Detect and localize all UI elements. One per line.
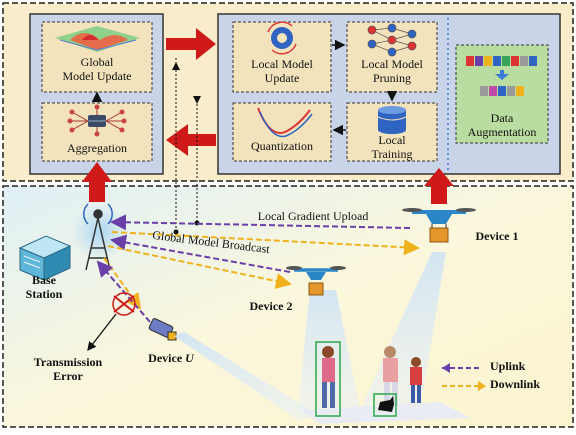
deviceu-beam <box>174 332 320 420</box>
legend-downlink-arrowhead <box>478 381 486 391</box>
to-server-arrow <box>166 124 216 156</box>
device-2-label: Device 2 <box>249 299 293 313</box>
downlink-device2-arrow <box>107 245 292 289</box>
downlink-device1-arrow <box>111 231 420 256</box>
error-pointer-arrow <box>87 313 117 352</box>
aggregation-icon <box>67 104 127 137</box>
device-up-arrow <box>424 168 454 204</box>
antenna-tower-icon <box>83 203 113 271</box>
legend-downlink-label: Downlink <box>490 377 541 391</box>
global-model-update-label: Global Model Update <box>62 55 132 83</box>
uplink-device2-arrow <box>110 234 291 273</box>
uplink-device1-arrow <box>110 214 411 231</box>
tap-dot-1 <box>173 229 179 235</box>
pedestrians-illustration <box>300 341 470 424</box>
neural-network-icon <box>367 23 417 57</box>
to-device-arrow <box>166 28 216 60</box>
uplink-deviceu-arrow <box>96 260 151 323</box>
local-model-pruning-box <box>346 21 438 93</box>
data-augmentation-label: Data Augmentation <box>467 111 537 139</box>
local-training-label: Local Training <box>371 133 413 161</box>
device-1-label: Device 1 <box>475 229 519 243</box>
base-station-label: Base Station <box>25 273 63 301</box>
database-icon <box>377 106 407 134</box>
tap-arrowhead-2 <box>193 96 201 104</box>
loss-surface-icon <box>55 26 140 52</box>
data-blocks-icon <box>466 56 537 96</box>
aggregation-label: Aggregation <box>67 141 127 155</box>
transmission-error-label: Transmission Error <box>33 355 103 383</box>
tap-arrowhead-1 <box>172 62 180 70</box>
device-u-label: Device U <box>136 351 206 366</box>
local-model-update-label: Local Model Update <box>251 57 313 85</box>
legend-uplink-label: Uplink <box>490 359 526 373</box>
transmission-error-icon <box>112 292 136 316</box>
local-gradient-upload-label: Local Gradient Upload <box>257 209 369 223</box>
legend-uplink-arrowhead <box>442 363 450 373</box>
server-rack-icon <box>18 235 72 281</box>
quantization-label: Quantization <box>251 139 313 153</box>
camera-icon <box>148 318 177 341</box>
bs-up-arrow <box>82 162 112 202</box>
drone-device2-icon <box>286 266 346 296</box>
drone-device1-icon <box>402 208 476 243</box>
loss-curve-icon <box>257 107 313 138</box>
device1-beam <box>360 252 446 410</box>
gear-icon <box>267 21 297 55</box>
device-u-variable: U <box>185 351 194 365</box>
local-model-pruning-label: Local Model Pruning <box>361 57 423 85</box>
device-u-prefix: Device <box>148 351 186 365</box>
